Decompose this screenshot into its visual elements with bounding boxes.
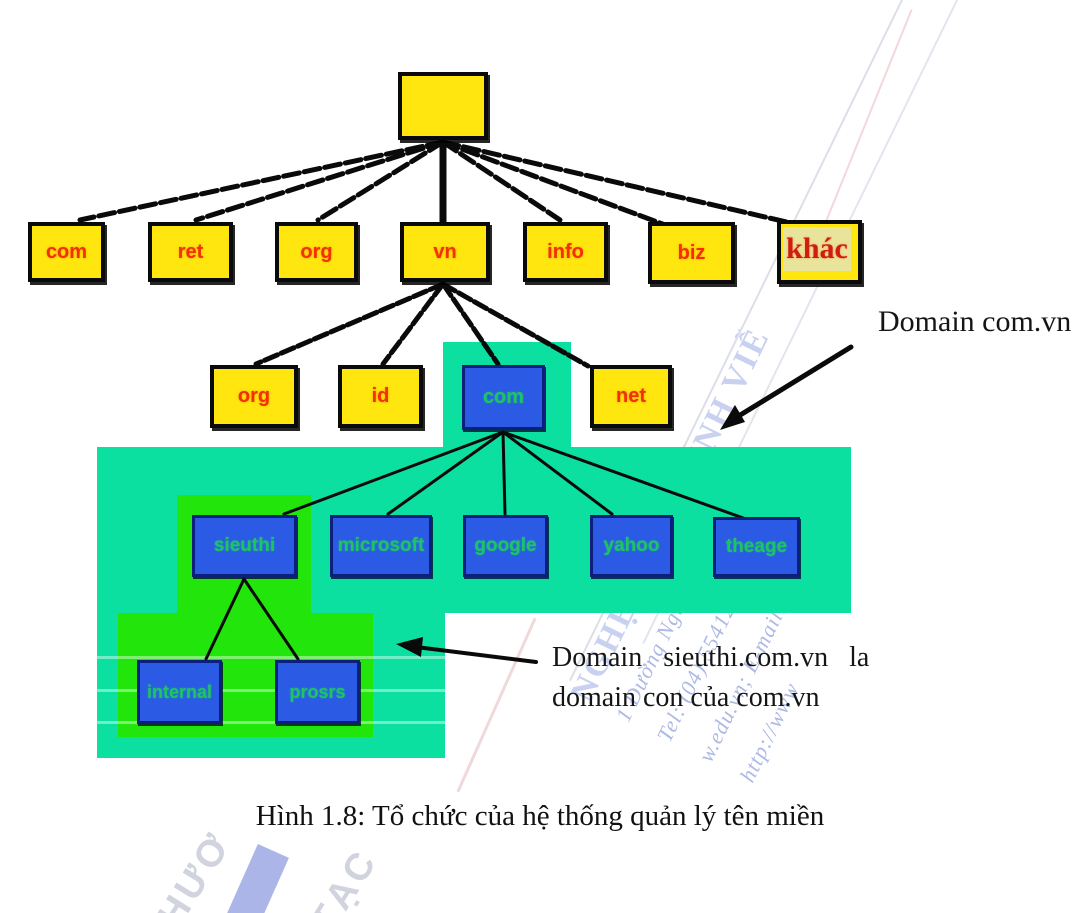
node-label: khác [786, 232, 848, 265]
node-label: sieuthi [213, 535, 276, 556]
node-label: internal [146, 681, 212, 702]
edge-root-khac [440, 139, 798, 227]
node-label: id [371, 385, 390, 407]
scan-artifact-line [97, 721, 445, 724]
edge-root-biz [440, 139, 671, 229]
node-label: net [616, 385, 646, 407]
node-label: yahoo [603, 535, 660, 556]
node-khac-inner: khác [783, 227, 851, 271]
edge-vn-com [440, 281, 501, 367]
edge-com-sieuthi [282, 430, 505, 516]
node-label: info [547, 240, 584, 263]
arrow-domain-comvn-shaft [734, 344, 854, 420]
edge-com-yahoo [501, 430, 614, 516]
node-sieuthi: sieuthi [192, 515, 297, 577]
node-id-vn: id [338, 365, 423, 428]
edge-sieuthi-prosrs [242, 577, 300, 661]
edge-com-theage [501, 430, 748, 521]
node-label: google [474, 535, 537, 556]
node-label: microsoft [337, 535, 425, 556]
scan-artifact-line [97, 689, 445, 692]
node-label: theage [725, 536, 788, 557]
edge-sieuthi-internal [204, 577, 246, 661]
edge-com-google [501, 430, 507, 516]
node-net-vn: net [590, 365, 672, 428]
annotation-text-line1: Domain sieuthi.com.vn la [552, 642, 870, 673]
edge-root-com [77, 139, 446, 223]
annotation-text-line2: domain con của com.vn [552, 682, 820, 713]
node-com-top: com [28, 222, 105, 282]
figure-caption: Hình 1.8: Tổ chức của hệ thống quản lý t… [0, 800, 1080, 833]
node-label: com [482, 386, 525, 408]
annotation-domain-sieuthi: Domain sieuthi.com.vn la domain con của … [552, 638, 930, 718]
edge-com-microsoft [386, 430, 505, 516]
edge-vn-id [380, 281, 446, 367]
node-label: org [300, 240, 333, 263]
node-khac: khác [777, 220, 862, 284]
arrow-domain-sieuthi-shaft [414, 645, 538, 664]
edge-root-info [440, 139, 563, 223]
node-org-vn: org [210, 365, 298, 428]
edge-vn-org [253, 281, 446, 367]
node-label: vn [433, 240, 457, 263]
node-internal: internal [137, 660, 222, 724]
node-label: prosrs [289, 681, 346, 702]
node-com-vn: com [462, 365, 545, 430]
annotation-text: Domain com.vn [878, 305, 1072, 338]
node-microsoft: microsoft [330, 515, 432, 577]
edge-vn-net [440, 281, 591, 369]
node-ret: ret [148, 222, 233, 282]
node-biz: biz [648, 222, 735, 284]
node-label: org [237, 385, 271, 407]
edge-root-ret [193, 139, 446, 223]
node-prosrs: prosrs [275, 660, 360, 724]
node-google: google [463, 515, 548, 577]
node-vn: vn [400, 222, 490, 282]
node-label: biz [677, 241, 706, 264]
node-label: com [45, 240, 88, 263]
node-org-top: org [275, 222, 358, 282]
annotation-domain-comvn: Domain com.vn [878, 305, 1071, 339]
node-yahoo: yahoo [590, 515, 673, 577]
scan-artifact-line [97, 656, 445, 659]
arrow-domain-sieuthi-head [396, 637, 423, 657]
figure-caption-text: Hình 1.8: Tổ chức của hệ thống quản lý t… [255, 800, 825, 832]
node-theage: theage [713, 517, 800, 577]
node-info: info [523, 222, 608, 282]
edge-root-org [315, 139, 446, 223]
node-root [398, 72, 488, 140]
arrow-domain-comvn-head [720, 405, 745, 430]
node-label: ret [177, 240, 204, 263]
